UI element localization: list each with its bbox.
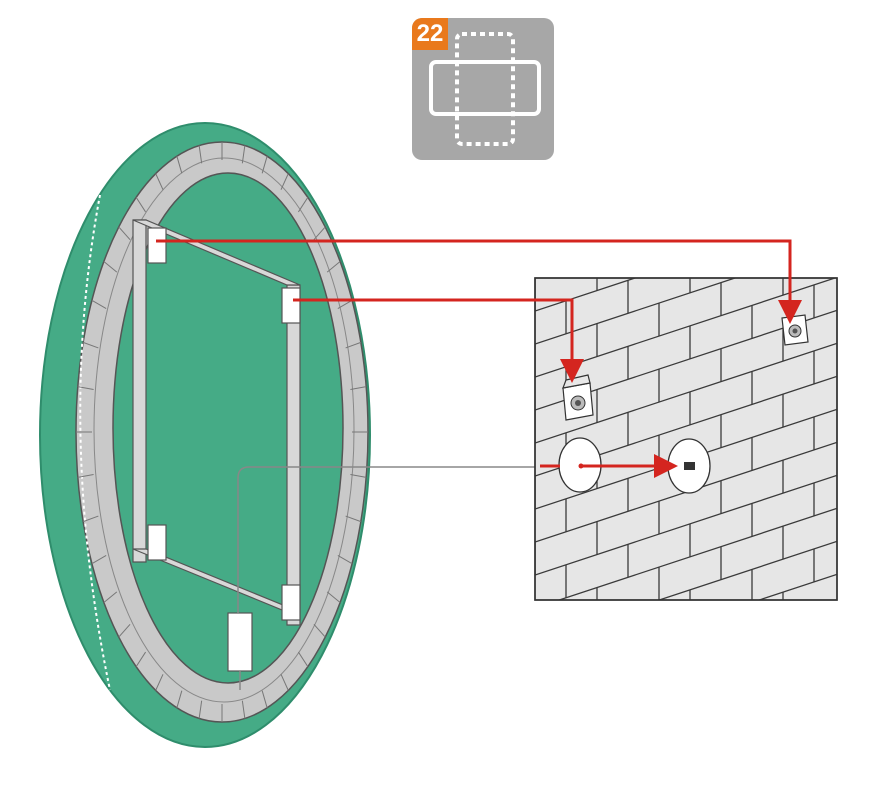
ring-segment-tick (77, 386, 94, 390)
ring-segment-tick (103, 591, 118, 603)
frame-hook-top-right (281, 287, 301, 324)
arrow-to-top-bracket (156, 239, 802, 324)
brick-joint (535, 607, 837, 707)
frame-hook-bottom-right (281, 584, 301, 621)
ring-segment-tick (345, 515, 362, 523)
ring-segment-tick (345, 341, 362, 349)
wall-bracket-top-right (781, 314, 809, 346)
brick-wall (534, 112, 838, 707)
ring-segment-tick (176, 156, 183, 174)
brick-joint (757, 573, 837, 600)
arrows (156, 239, 802, 478)
ring-segment-tick (155, 173, 164, 190)
ring-segments (76, 142, 368, 722)
step-badge: 22 (412, 18, 554, 160)
arrow-to-middle-bracket (293, 298, 584, 383)
led-strip (79, 194, 111, 691)
mirror (39, 122, 371, 748)
ring-segment-tick (103, 261, 118, 273)
brick-joint (557, 507, 837, 600)
mounting-frame (132, 219, 301, 626)
power-connector (227, 466, 540, 690)
ring-segment-tick (350, 474, 367, 478)
socket-plate-right (667, 438, 711, 494)
brick-joint (535, 278, 538, 279)
ring-segment-tick (280, 173, 289, 190)
ring-segment-tick (337, 299, 353, 309)
ring-segment-tick (313, 624, 326, 638)
ring-segment-tick (241, 145, 246, 164)
ring-segment-tick (297, 197, 309, 213)
wall-bracket-middle (562, 374, 594, 421)
ring-segment-tick (326, 261, 341, 273)
ring-segment-tick (337, 555, 353, 565)
brick-joint (535, 342, 837, 444)
ring-segment-tick (313, 226, 326, 240)
ring-segment-tick (198, 700, 203, 719)
ring-segment-tick (118, 226, 131, 240)
frame-hook-top-left (147, 227, 167, 264)
brick-joint (535, 278, 837, 378)
step-number: 22 (412, 18, 448, 50)
ring-segment-tick (77, 474, 94, 478)
ring-segment-tick (198, 145, 203, 164)
ring-segment-tick (135, 651, 147, 667)
frame-hook-bottom-left (147, 524, 167, 561)
brick-joint (535, 278, 638, 312)
brick-joint (535, 474, 837, 576)
connector-box (227, 612, 253, 672)
ring-segment-tick (280, 674, 289, 691)
rotate-orientation-icon (429, 32, 541, 146)
ring-segment-tick (91, 299, 107, 309)
brick-joint (535, 278, 738, 345)
ring-segment-tick (82, 515, 99, 523)
ring-segment-tick (118, 624, 131, 638)
brick-joint (657, 540, 837, 600)
mirror-back-ring-inner (93, 157, 355, 703)
brick-joint (535, 145, 837, 245)
ring-segment-tick (261, 156, 268, 174)
ring-segment-tick (241, 700, 246, 719)
power-cable (237, 466, 540, 613)
ring-segment-tick (326, 591, 341, 603)
ring-segment-tick (261, 690, 268, 708)
ring-segment-tick (350, 386, 367, 390)
ring-segment-tick (176, 690, 183, 708)
ring-segment-tick (82, 341, 99, 349)
ring-segment-tick (297, 651, 309, 667)
ring-segment-tick (91, 555, 107, 565)
ring-segment-tick (155, 674, 164, 691)
ring-segment-tick (135, 197, 147, 213)
brick-joint (535, 112, 837, 212)
